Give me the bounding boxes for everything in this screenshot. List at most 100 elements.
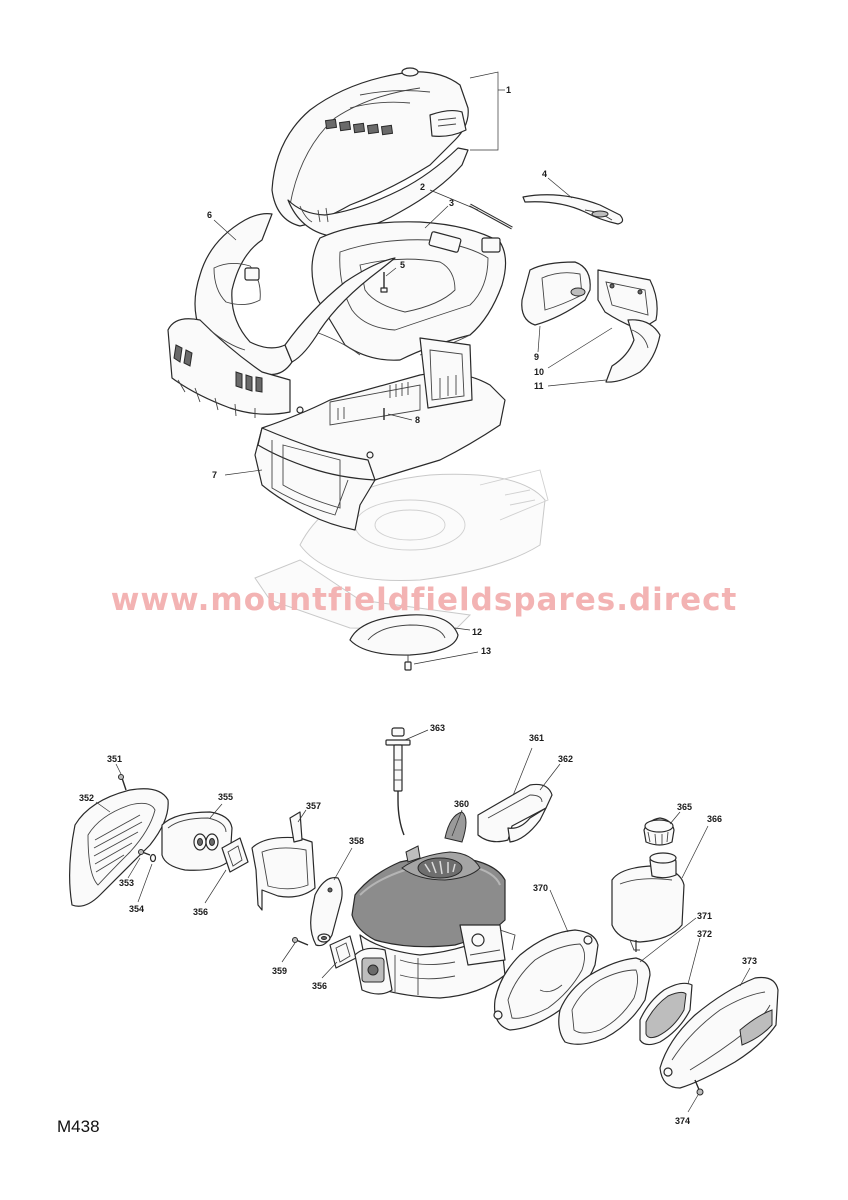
part-370-air-filter-base <box>493 929 599 1031</box>
leader-351 <box>115 763 122 775</box>
leader-2 <box>429 189 479 211</box>
part-13-screw <box>404 655 412 671</box>
part-362-baffle <box>477 783 553 843</box>
callout-11: 11 <box>534 381 544 391</box>
callout-6: 6 <box>207 210 212 220</box>
callout-362: 362 <box>558 754 573 764</box>
leader-6 <box>213 219 237 241</box>
callout-5: 5 <box>400 260 405 270</box>
leader-374 <box>687 1094 699 1113</box>
callout-374: 374 <box>675 1116 690 1126</box>
leader-353 <box>127 857 141 879</box>
chassis-slots <box>337 382 409 420</box>
leader-362 <box>539 763 561 791</box>
engine-fins <box>424 860 456 875</box>
leader-13 <box>413 651 479 665</box>
callout-373: 373 <box>742 956 757 966</box>
part-7-chassis <box>254 337 506 531</box>
leader-354 <box>137 863 153 903</box>
leader-372 <box>687 937 701 985</box>
leader-366 <box>681 825 709 879</box>
callout-363: 363 <box>430 723 445 733</box>
callout-365: 365 <box>677 802 692 812</box>
part-351-screw <box>118 774 127 791</box>
part-9-side-cover <box>521 261 591 326</box>
part-1-hood <box>271 67 469 237</box>
callout-354: 354 <box>129 904 144 914</box>
leader-371 <box>639 917 697 963</box>
leader-4 <box>547 177 573 199</box>
part-6-front-body <box>167 213 396 418</box>
part-373-filter-cover <box>659 976 779 1089</box>
part-366-fuel-tank <box>611 852 685 952</box>
part-354-washer <box>149 853 157 863</box>
callout-359: 359 <box>272 966 287 976</box>
part-4-clip <box>522 194 624 225</box>
leader-363 <box>404 729 429 741</box>
callout-labels: 1 2 3 4 5 6 7 8 9 10 11 12 13 351 352 35… <box>79 85 757 1126</box>
leader-12 <box>454 627 471 631</box>
bumper-grille <box>173 344 263 393</box>
leader-11 <box>547 379 607 387</box>
leader-7 <box>224 469 263 476</box>
callout-353: 353 <box>119 878 134 888</box>
callout-7: 7 <box>212 470 217 480</box>
leader-361 <box>511 747 533 799</box>
callout-358: 358 <box>349 836 364 846</box>
leader-8 <box>387 413 413 421</box>
leader-356a <box>204 869 227 904</box>
callout-9: 9 <box>534 352 539 362</box>
leader-358 <box>333 847 353 881</box>
callout-352: 352 <box>79 793 94 803</box>
part-363-oil-syringe <box>385 727 411 836</box>
leader-356b <box>321 961 338 979</box>
callout-361: 361 <box>529 733 544 743</box>
callout-12: 12 <box>472 627 482 637</box>
callout-2: 2 <box>420 182 425 192</box>
leader-352 <box>95 801 111 813</box>
callout-13: 13 <box>481 646 491 656</box>
part-374-screw <box>694 1079 704 1096</box>
part-11-side-guard <box>605 319 661 383</box>
part-355-muffler <box>161 811 233 871</box>
leader-10 <box>547 327 613 369</box>
guard-grille <box>93 814 143 873</box>
part-10-side-bracket <box>597 269 658 331</box>
part-358-exhaust-bracket <box>310 877 343 947</box>
callout-356-a: 356 <box>193 907 208 917</box>
leader-373 <box>739 967 751 987</box>
callout-351: 351 <box>107 754 122 764</box>
leader-370 <box>549 889 569 933</box>
leader-357 <box>297 809 307 823</box>
callout-4: 4 <box>542 169 547 179</box>
callout-372: 372 <box>697 929 712 939</box>
callout-1: 1 <box>506 85 511 95</box>
diagram-code: M438 <box>57 1117 100 1136</box>
part-2-rod <box>469 203 513 230</box>
callout-355: 355 <box>218 792 233 802</box>
part-359-screw <box>292 937 309 946</box>
carburettor-detail <box>459 924 516 966</box>
callout-360: 360 <box>454 799 469 809</box>
leader-365 <box>669 811 681 825</box>
leader-1 <box>469 71 499 151</box>
leader-3 <box>424 205 449 229</box>
part-371-filter-frame <box>558 957 651 1045</box>
callout-357: 357 <box>306 801 321 811</box>
part-353-screw <box>138 849 151 856</box>
callout-356-b: 356 <box>312 981 327 991</box>
callout-10: 10 <box>534 367 544 377</box>
part-372-filter-element <box>639 982 693 1046</box>
callout-370: 370 <box>533 883 548 893</box>
part-357-heat-shield <box>251 811 316 911</box>
part-356-gasket-b <box>329 935 357 969</box>
leader-359 <box>281 942 296 963</box>
hood-vents <box>324 118 394 136</box>
callout-371: 371 <box>697 911 712 921</box>
callout-366: 366 <box>707 814 722 824</box>
leader-355 <box>209 803 223 819</box>
leader-360 <box>451 809 463 837</box>
part-12-deflector <box>349 614 459 656</box>
part-360-engine <box>351 811 516 999</box>
